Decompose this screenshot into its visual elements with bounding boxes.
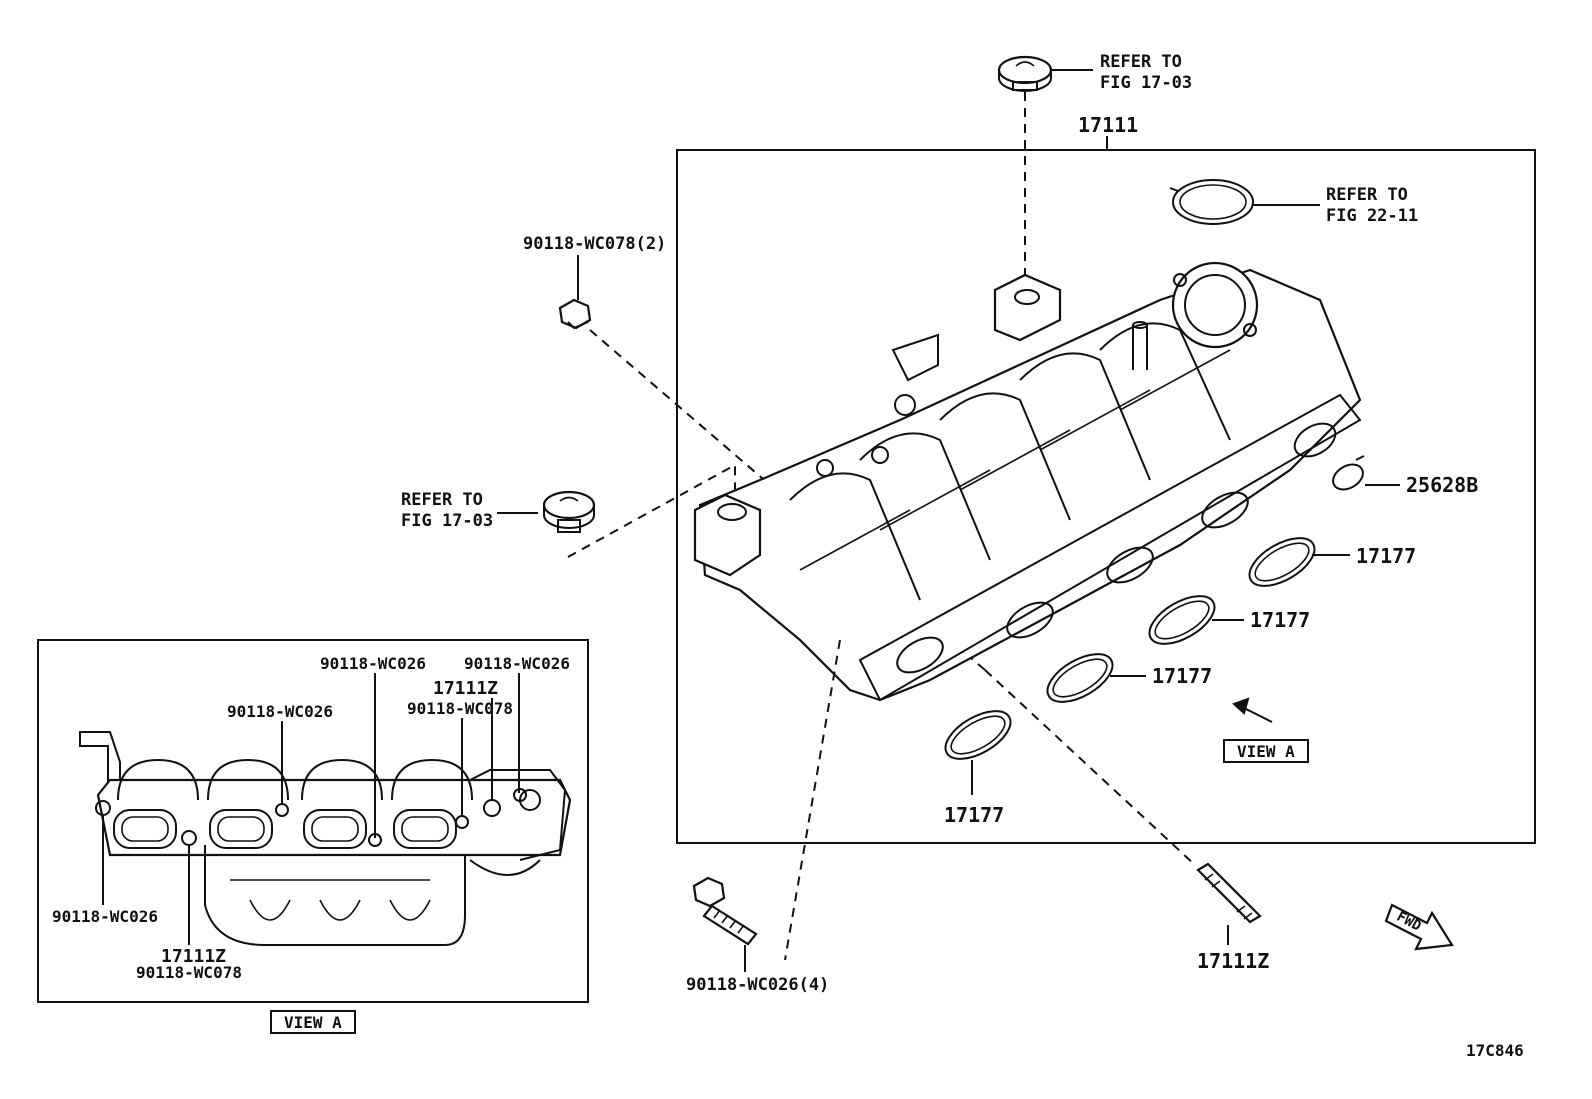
inset-label-wc078-top[interactable]: 90118-WC078 [407, 699, 513, 718]
view-a-manifold-icon[interactable] [79, 731, 572, 946]
view-a-label[interactable]: VIEW A [1237, 742, 1295, 761]
inset-label-wc026-top2[interactable]: 90118-WC026 [464, 654, 570, 673]
ref-top-line2: FIG 17-03 [1100, 73, 1192, 93]
inset-view-a-box [270, 1010, 356, 1034]
label-17177-4[interactable]: 17177 [944, 803, 1004, 827]
label-25628b[interactable]: 25628B [1406, 473, 1478, 497]
oil-plug-left-icon[interactable] [542, 490, 596, 533]
ref-oring-line2: FIG 22-11 [1326, 206, 1418, 226]
label-17111[interactable]: 17111 [1078, 113, 1138, 137]
ref-left-line1: REFER TO [401, 490, 483, 510]
gasket-25628b-icon[interactable] [1329, 455, 1368, 495]
label-17177-2[interactable]: 17177 [1250, 608, 1310, 632]
view-a-box [1223, 739, 1309, 763]
diagram-id: 17C846 [1466, 1041, 1524, 1060]
gasket-17177-2-icon[interactable] [1142, 586, 1222, 653]
ref-left-line2: FIG 17-03 [401, 511, 493, 531]
label-17111z-stud[interactable]: 17111Z [1197, 949, 1269, 973]
gasket-17177-4-icon[interactable] [938, 701, 1018, 768]
gasket-17177-3-icon[interactable] [1040, 644, 1120, 711]
inset-label-stud-top[interactable]: 17111Z [433, 678, 498, 699]
flange-nut-icon[interactable] [558, 298, 592, 330]
inset-label-wc078-bottom[interactable]: 90118-WC078 [136, 963, 242, 982]
inset-label-wc026-mid[interactable]: 90118-WC026 [227, 702, 333, 721]
inset-label-wc026-top1[interactable]: 90118-WC026 [320, 654, 426, 673]
flange-bolt-icon[interactable] [692, 876, 758, 946]
o-ring-icon[interactable] [1169, 179, 1254, 225]
label-17177-3[interactable]: 17177 [1152, 664, 1212, 688]
fwd-arrow-icon: FWD [1384, 903, 1454, 951]
oil-plug-top-icon[interactable] [997, 55, 1053, 92]
label-bolt-wc026[interactable]: 90118-WC026(4) [686, 975, 829, 995]
ref-oring-line1: REFER TO [1326, 185, 1408, 205]
inset-label-wc026-left[interactable]: 90118-WC026 [52, 907, 158, 926]
inset-view-a-title[interactable]: VIEW A [284, 1013, 342, 1032]
gasket-17177-1-icon[interactable] [1242, 528, 1322, 595]
label-17177-1[interactable]: 17177 [1356, 544, 1416, 568]
intake-manifold-icon[interactable] [693, 261, 1362, 702]
inset-label-stud-bottom[interactable]: 17111Z [161, 946, 226, 967]
ref-top-line1: REFER TO [1100, 52, 1182, 72]
view-a-inset-frame [37, 639, 589, 1003]
stud-bolt-icon[interactable] [1196, 862, 1262, 924]
view-a-arrow-icon [1232, 697, 1273, 723]
label-nut-wc078[interactable]: 90118-WC078(2) [523, 234, 666, 254]
